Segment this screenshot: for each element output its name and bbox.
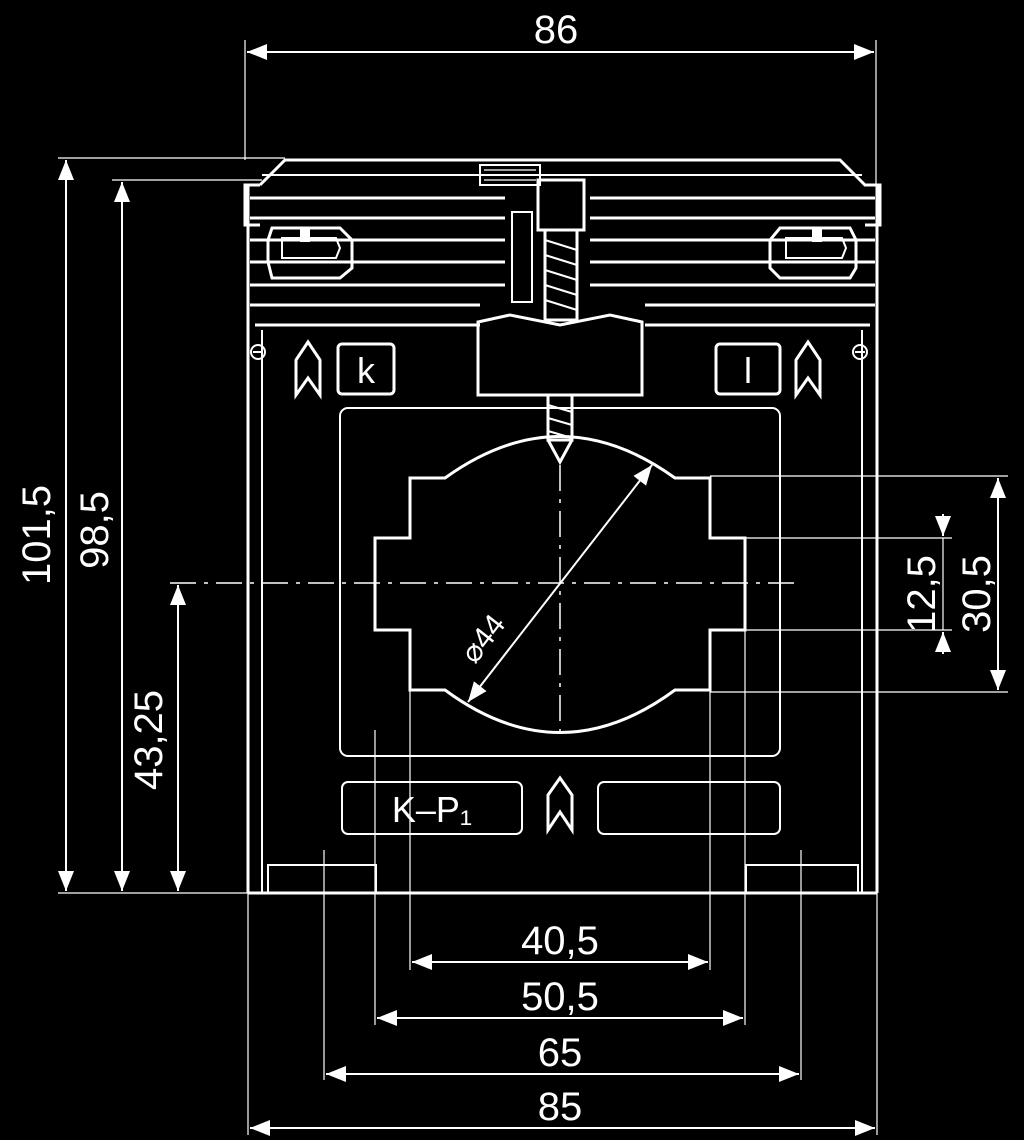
arrow-right-icon [794,339,822,400]
housing-outline [243,158,882,895]
dim-40-5-label: 40,5 [521,919,599,963]
left-screw-head [250,344,266,360]
window-frame [339,407,781,757]
dim-101-5-label: 101,5 [15,485,59,585]
left-terminal-clamp [266,226,354,280]
secondary-screw [476,164,644,466]
diameter-label: ⌀44 [455,608,513,669]
dim-86 [244,40,877,185]
dim-50-5 [374,630,746,1026]
arrow-left-icon [294,339,322,400]
terminal-k-label: k [357,350,376,391]
primary-label-box [341,781,523,835]
dim-65-label: 65 [538,1031,583,1075]
dim-98-5 [112,179,262,891]
dim-12-5-label: 12,5 [900,555,944,633]
dim-30-5-label: 30,5 [955,555,999,633]
diameter-line [467,464,653,703]
terminal-k-box [336,342,396,396]
dim-65 [323,850,802,1082]
primary-label: K–P₁ [392,789,472,830]
dim-85-label: 85 [538,1085,583,1129]
dim-40-5 [409,690,711,970]
dim-50-5-label: 50,5 [521,975,599,1019]
terminal-l-label: l [744,350,752,391]
right-screw-head [852,344,868,360]
right-terminal-clamp [768,226,858,280]
terminal-l-box [714,342,782,396]
dim-43-25-label: 43,25 [127,690,171,790]
dim-30-5 [710,475,1008,693]
dim-101-5 [58,157,285,894]
dim-85 [247,893,878,1136]
dim-86-label: 86 [534,8,579,52]
dim-98-5-label: 98,5 [73,491,117,569]
dim-12-5 [745,514,952,654]
arrow-center-icon [546,775,574,835]
blank-label-box [597,781,781,835]
